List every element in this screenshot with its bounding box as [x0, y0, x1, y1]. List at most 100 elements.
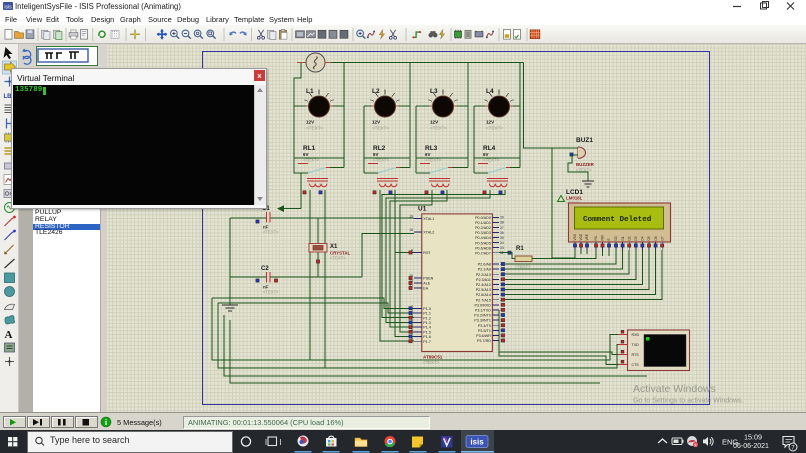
svg-text:C1: C1 — [262, 206, 270, 212]
svg-text:6V: 6V — [373, 152, 378, 157]
svg-text:TXD: TXD — [632, 343, 640, 347]
svg-text:D5: D5 — [647, 236, 651, 240]
svg-text:6V: 6V — [483, 152, 488, 157]
svg-text:P2.5/A13: P2.5/A13 — [476, 288, 491, 292]
svg-text:12V: 12V — [430, 120, 439, 125]
svg-text:RL1: RL1 — [303, 145, 316, 152]
svg-text:P3.0/RXD: P3.0/RXD — [474, 303, 491, 307]
svg-text:RTS: RTS — [632, 353, 640, 357]
svg-text:P0.4/AD4: P0.4/AD4 — [475, 236, 491, 240]
svg-text:<TEXT>: <TEXT> — [306, 126, 323, 131]
svg-text:RL2: RL2 — [373, 145, 386, 152]
svg-text:D2: D2 — [627, 236, 631, 240]
svg-text:E: E — [607, 238, 611, 240]
svg-text:VEE: VEE — [585, 234, 589, 240]
svg-text:P3.1/TXD: P3.1/TXD — [475, 309, 491, 313]
svg-text:P1.3: P1.3 — [423, 321, 431, 325]
svg-text:<TEXT>: <TEXT> — [425, 158, 442, 163]
svg-text:P0.6/AD6: P0.6/AD6 — [475, 246, 491, 250]
svg-text:37: 37 — [500, 226, 504, 230]
svg-text:L3: L3 — [430, 88, 438, 95]
svg-text:P3.4/T0: P3.4/T0 — [478, 324, 491, 328]
svg-text:P1.7: P1.7 — [423, 340, 431, 344]
svg-text:XTAL1: XTAL1 — [423, 217, 434, 221]
svg-text:P2.4/A12: P2.4/A12 — [476, 283, 491, 287]
svg-text:<TEXT>: <TEXT> — [330, 256, 346, 261]
svg-text:12V: 12V — [306, 120, 315, 125]
svg-text:35: 35 — [500, 236, 504, 240]
svg-text:P1.4: P1.4 — [423, 326, 431, 330]
svg-text:D4: D4 — [641, 236, 645, 240]
svg-text:<TEXT>: <TEXT> — [486, 126, 503, 131]
svg-text:D6: D6 — [654, 236, 658, 240]
svg-text:<TEXT>: <TEXT> — [430, 126, 447, 131]
svg-text:D7: D7 — [660, 236, 664, 240]
svg-text:P2.2/A10: P2.2/A10 — [476, 273, 491, 277]
svg-text:L2: L2 — [372, 88, 380, 95]
svg-text:<TEXT>: <TEXT> — [483, 158, 500, 163]
svg-text:7: 7 — [791, 445, 795, 451]
svg-text:P1.0: P1.0 — [423, 307, 431, 311]
svg-text:P2.7/A15: P2.7/A15 — [476, 298, 491, 302]
svg-text:x: x — [694, 443, 697, 448]
svg-text:<TEXT>: <TEXT> — [423, 360, 440, 365]
svg-text:P3.3/INT1: P3.3/INT1 — [474, 319, 491, 323]
svg-text:06-06-2021: 06-06-2021 — [733, 443, 769, 450]
svg-text:P3.2/INT0: P3.2/INT0 — [474, 314, 491, 318]
svg-text:Go to Settings to activate Win: Go to Settings to activate Windows. — [633, 398, 744, 405]
svg-text:P3.5/T1: P3.5/T1 — [478, 329, 491, 333]
svg-text:LBL: LBL — [4, 94, 16, 100]
svg-text:6V: 6V — [303, 152, 308, 157]
svg-text:nF: nF — [263, 285, 269, 290]
svg-text:39: 39 — [500, 216, 504, 220]
svg-text:33: 33 — [500, 246, 504, 250]
svg-text:<TEXT>: <TEXT> — [263, 290, 279, 295]
svg-text:<TEXT>: <TEXT> — [373, 158, 390, 163]
svg-text:19: 19 — [409, 215, 413, 219]
svg-text:P2.3/A11: P2.3/A11 — [476, 278, 491, 282]
svg-text:P0.7/AD7: P0.7/AD7 — [475, 251, 491, 255]
svg-text:VDD: VDD — [579, 233, 583, 240]
svg-text:38: 38 — [500, 221, 504, 225]
svg-text:P0.0/AD0: P0.0/AD0 — [475, 216, 491, 220]
svg-text:RW: RW — [601, 235, 605, 240]
svg-text:36: 36 — [500, 231, 504, 235]
svg-text:18: 18 — [409, 228, 413, 232]
svg-text:XTAL2: XTAL2 — [423, 231, 434, 235]
svg-text:A: A — [5, 329, 13, 341]
svg-text:C2: C2 — [261, 266, 269, 272]
svg-text:LCD1: LCD1 — [566, 189, 583, 196]
svg-text:15:09: 15:09 — [744, 433, 762, 442]
svg-text:BUZ1: BUZ1 — [576, 137, 593, 144]
svg-text:L4: L4 — [486, 88, 494, 95]
svg-text:P1.6: P1.6 — [423, 335, 431, 339]
svg-text:nF: nF — [263, 225, 269, 230]
svg-text:P2.6/A14: P2.6/A14 — [476, 293, 491, 297]
svg-text:X1: X1 — [330, 244, 338, 250]
svg-text:P1.1: P1.1 — [423, 312, 431, 316]
svg-text:34: 34 — [500, 241, 504, 245]
svg-text:D0: D0 — [614, 236, 618, 240]
svg-text:CRYSTAL: CRYSTAL — [330, 251, 351, 256]
svg-text:P0.3/AD3: P0.3/AD3 — [475, 231, 491, 235]
svg-text:P0.2/AD2: P0.2/AD2 — [475, 226, 491, 230]
svg-text:Comment Deleted: Comment Deleted — [583, 216, 652, 224]
svg-text:AT89C51: AT89C51 — [423, 355, 443, 360]
svg-text:BUZZER: BUZZER — [576, 162, 595, 167]
svg-text:U1: U1 — [418, 206, 427, 213]
svg-text:EA: EA — [423, 287, 428, 291]
svg-text:<TEXT>: <TEXT> — [372, 126, 389, 131]
svg-text:P1.2: P1.2 — [423, 316, 431, 320]
svg-text:P2.1/A9: P2.1/A9 — [478, 268, 491, 272]
svg-text:ENG: ENG — [722, 438, 738, 447]
svg-text:P1.5: P1.5 — [423, 330, 431, 334]
svg-text:PSEN: PSEN — [423, 277, 433, 281]
svg-text:12V: 12V — [372, 120, 381, 125]
svg-text:LM016L: LM016L — [566, 196, 583, 201]
svg-text:L1: L1 — [306, 88, 314, 95]
svg-text:P2.0/A8: P2.0/A8 — [478, 263, 491, 267]
svg-text:i: i — [105, 418, 108, 427]
svg-text:<TEXT>: <TEXT> — [303, 158, 320, 163]
svg-text:12V: 12V — [486, 120, 495, 125]
svg-text:ALE: ALE — [423, 282, 431, 286]
